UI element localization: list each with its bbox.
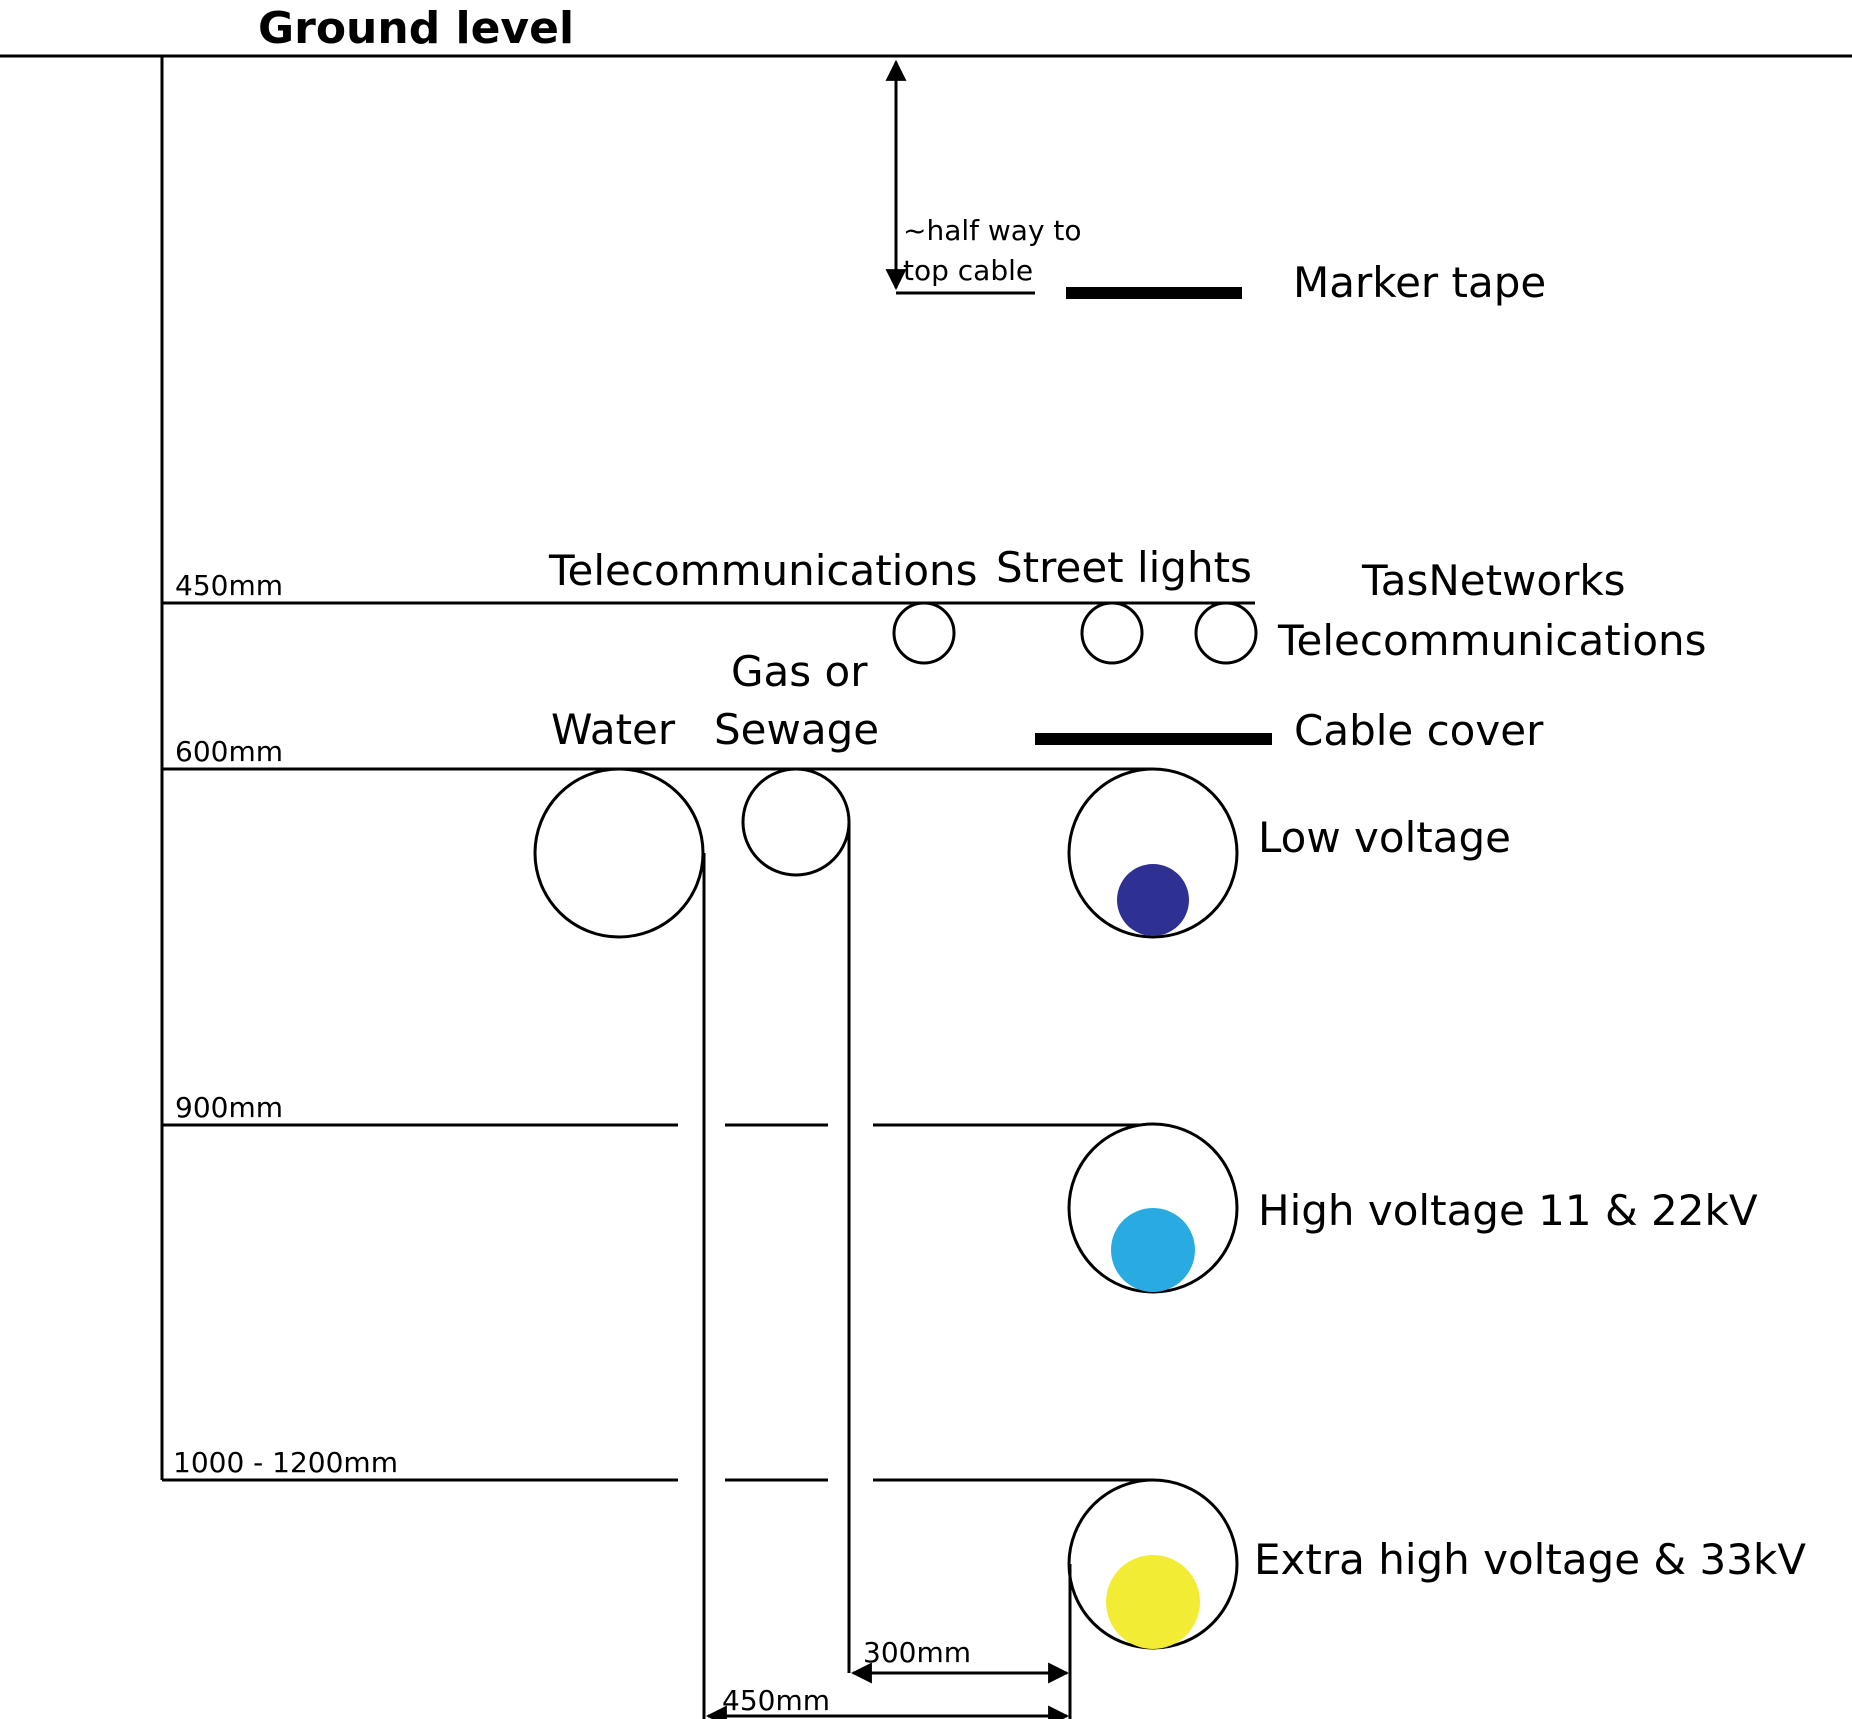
low-voltage-core	[1117, 864, 1189, 936]
gas-sewage-pipe	[741, 767, 851, 877]
water-pipe	[533, 767, 705, 939]
telecommunications-label: Telecommunications	[548, 546, 978, 595]
gas-label-line2: Sewage	[714, 705, 879, 754]
half-way-note-line1: ~half way to	[903, 214, 1082, 247]
telecommunications-conduit	[892, 601, 956, 665]
gas-label-line1: Gas or	[731, 647, 868, 696]
depth-label-600: 600mm	[175, 735, 283, 768]
extra-high-voltage-core	[1106, 1555, 1200, 1649]
water-label: Water	[551, 705, 676, 754]
depth-label-450: 450mm	[175, 569, 283, 602]
half-way-note-line2: top cable	[903, 254, 1033, 287]
street-lights-conduit	[1080, 601, 1144, 665]
low-voltage-label: Low voltage	[1258, 813, 1511, 862]
street-lights-label: Street lights	[996, 543, 1252, 592]
high-voltage-label: High voltage 11 & 22kV	[1258, 1186, 1758, 1235]
ground-level-label: Ground level	[258, 3, 574, 54]
marker-tape-label: Marker tape	[1293, 258, 1546, 307]
extra-high-voltage-label: Extra high voltage & 33kV	[1254, 1535, 1806, 1584]
spacing-300-label: 300mm	[863, 1636, 971, 1669]
tasnetworks-telecom-conduit	[1194, 601, 1258, 665]
cable-cover-label: Cable cover	[1294, 706, 1544, 755]
depth-label-1000: 1000 - 1200mm	[173, 1446, 398, 1479]
spacing-450-label: 450mm	[722, 1684, 830, 1717]
low-voltage-duct	[1067, 767, 1239, 939]
tasnetworks-label-line2: Telecommunications	[1277, 616, 1707, 665]
tasnetworks-label-line1: TasNetworks	[1361, 556, 1626, 605]
high-voltage-core	[1111, 1208, 1195, 1292]
depth-label-900: 900mm	[175, 1091, 283, 1124]
